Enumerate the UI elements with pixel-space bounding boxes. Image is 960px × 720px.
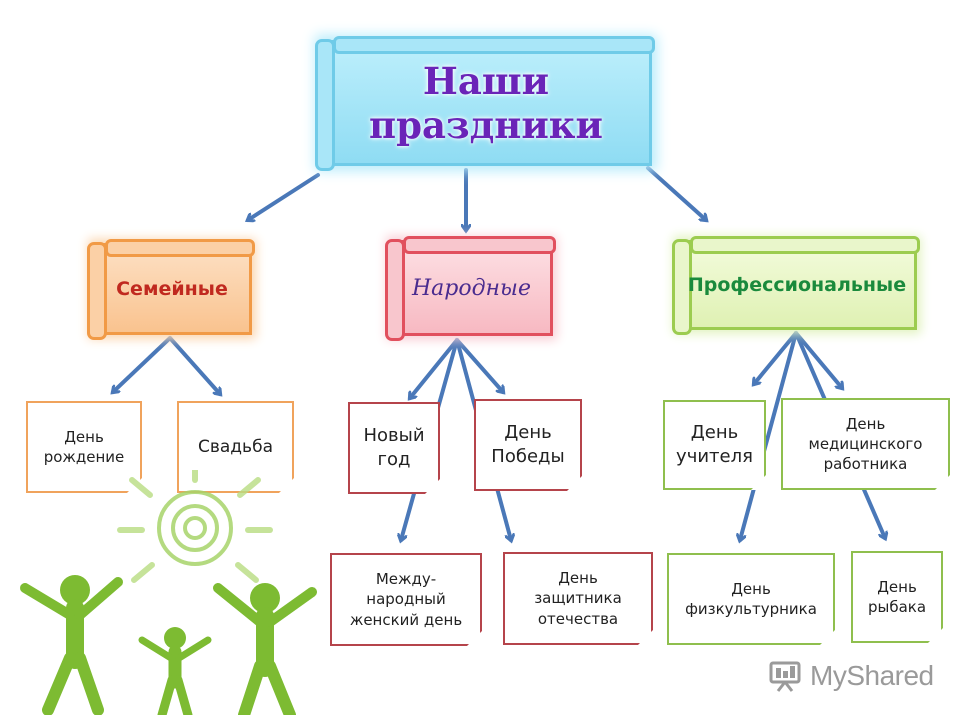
note-line: Победы bbox=[491, 446, 565, 467]
arrow-prof-medic bbox=[794, 331, 842, 388]
note-line: День bbox=[64, 427, 104, 446]
note-line: День bbox=[845, 414, 886, 433]
arrow-prof-teacher bbox=[754, 331, 798, 384]
note-line: День bbox=[504, 421, 552, 443]
arrow-prof-sports bbox=[740, 331, 798, 540]
note-line: отечества bbox=[537, 609, 619, 628]
note-line: Новый bbox=[363, 424, 425, 446]
note-line: рождение bbox=[43, 448, 125, 466]
note-line: Между- bbox=[375, 570, 437, 589]
title-banner: Наши праздники bbox=[315, 36, 655, 171]
note-line: женский день bbox=[349, 610, 463, 629]
note-line: физкультурника bbox=[685, 600, 817, 618]
arrow-title-prof bbox=[646, 166, 706, 220]
note-birthday: День рождение bbox=[26, 401, 142, 493]
category-folk-label: Народные bbox=[411, 275, 531, 301]
note-line: защитника bbox=[534, 589, 622, 608]
myshared-watermark: MyShared bbox=[768, 654, 948, 698]
note-line: народный bbox=[366, 590, 446, 609]
category-prof: Профессиональные bbox=[672, 236, 920, 335]
presentation-screen-icon bbox=[769, 661, 801, 692]
sun-people-illustration bbox=[20, 470, 317, 715]
category-family: Семейные bbox=[87, 239, 255, 340]
arrow-family-birthday bbox=[113, 336, 172, 392]
category-folk: Народные bbox=[385, 236, 556, 341]
note-line: Свадьба bbox=[198, 436, 273, 457]
note-teacher: День учителя bbox=[663, 400, 766, 490]
note-line: медицинского bbox=[808, 434, 923, 453]
arrow-folk-victory bbox=[455, 338, 503, 392]
category-prof-label: Профессиональные bbox=[687, 274, 907, 296]
diagram-title: Наши праздники bbox=[369, 59, 603, 147]
note-fisher: День рыбака bbox=[851, 551, 943, 643]
arrow-folk-newyear bbox=[410, 338, 459, 398]
category-family-label: Семейные bbox=[116, 278, 228, 300]
note-new-year: Новый год bbox=[348, 402, 440, 494]
note-line: учителя bbox=[676, 446, 753, 467]
note-line: работника bbox=[823, 455, 908, 474]
note-line: рыбака bbox=[867, 598, 927, 616]
note-sports: День физкультурника bbox=[667, 553, 835, 645]
watermark-text: MyShared bbox=[810, 660, 934, 691]
note-line: День bbox=[558, 569, 598, 588]
note-line: год bbox=[377, 449, 411, 470]
arrow-family-wedding bbox=[168, 336, 220, 394]
note-line: День bbox=[731, 579, 771, 598]
note-line: День bbox=[877, 577, 917, 596]
arrow-title-family bbox=[248, 173, 320, 220]
note-line: День bbox=[690, 421, 739, 443]
